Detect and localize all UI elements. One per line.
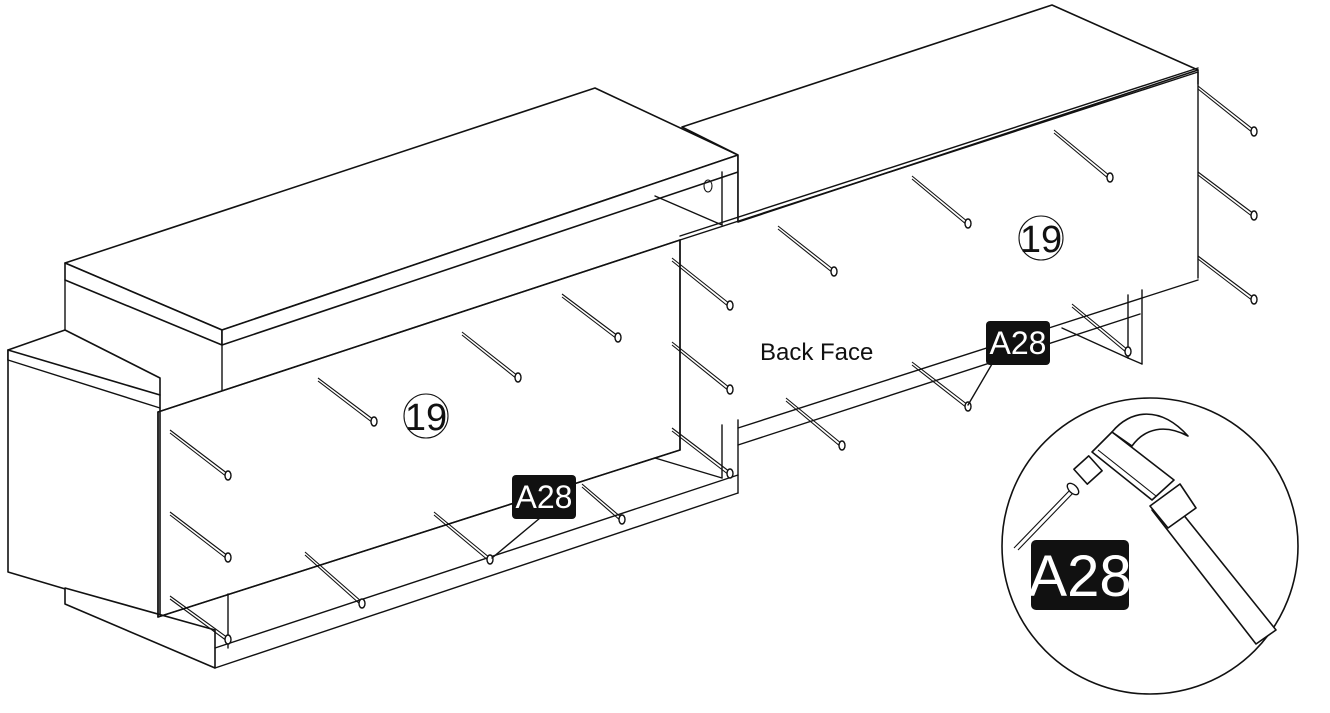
left-side-unit xyxy=(7,329,739,669)
nail xyxy=(169,595,232,645)
part-number-circle xyxy=(403,393,449,439)
part-number-circle xyxy=(1018,215,1064,261)
hammer-icon xyxy=(1073,413,1277,645)
nail xyxy=(461,331,522,383)
right-lower-section xyxy=(737,279,1199,446)
hardware-tag-left-text: A28 xyxy=(516,479,573,515)
nail xyxy=(785,397,846,451)
nail xyxy=(671,341,734,395)
part-label-right: 19 xyxy=(1018,215,1064,261)
dowel-hole xyxy=(703,179,713,193)
nail xyxy=(911,361,972,412)
nail xyxy=(1197,255,1258,305)
hardware-tag-detail: A28 xyxy=(1028,540,1132,610)
part-number-right: 19 xyxy=(1020,219,1062,261)
nail xyxy=(911,175,972,229)
nail-group xyxy=(169,85,1258,645)
hardware-tag-detail-text: A28 xyxy=(1028,544,1131,609)
nail xyxy=(169,511,232,563)
upper-right-cabinet xyxy=(681,4,1199,223)
back-face-label: Back Face xyxy=(760,339,873,366)
hardware-tag-left: A28 xyxy=(491,475,576,559)
nail xyxy=(1197,85,1258,137)
part-number-left: 19 xyxy=(405,397,447,439)
nail-icon xyxy=(1013,482,1080,551)
nail xyxy=(317,377,378,427)
nail xyxy=(671,427,734,479)
upper-left-cabinet xyxy=(64,87,739,391)
nail xyxy=(777,225,838,277)
nail xyxy=(169,429,232,481)
nail xyxy=(671,257,734,311)
hardware-tag-right: A28 xyxy=(967,321,1050,406)
nail xyxy=(581,483,626,525)
detail-inset: A28 xyxy=(1001,397,1299,695)
nail xyxy=(1071,303,1132,357)
hardware-tag-right-text: A28 xyxy=(990,325,1047,361)
nail xyxy=(433,511,494,565)
part-label-left: 19 xyxy=(403,393,449,439)
nail xyxy=(561,293,622,343)
nail xyxy=(1053,129,1114,183)
nail xyxy=(304,551,366,609)
nail xyxy=(1197,171,1258,221)
